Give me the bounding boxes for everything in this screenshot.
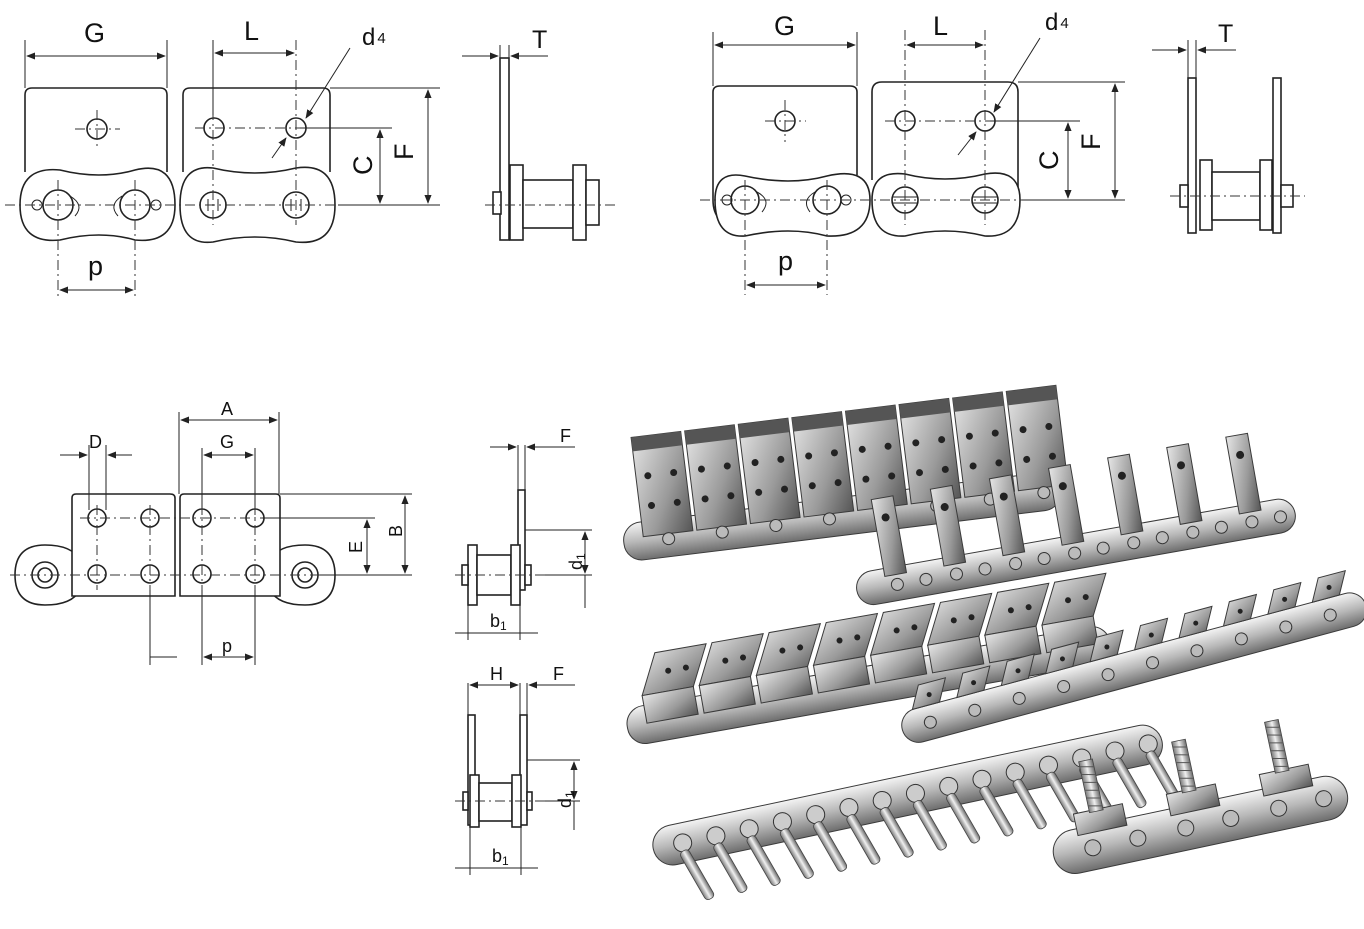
photo-small-plate — [1133, 617, 1169, 670]
photo-flat-plate — [755, 622, 822, 704]
photo-plate — [952, 391, 1016, 506]
photo-tab — [1225, 432, 1287, 529]
photo-extended-pin — [905, 783, 947, 851]
label-t-right: T — [1218, 20, 1233, 48]
label-b1-side1: b1 — [490, 611, 507, 633]
photo-flat-plate — [698, 633, 764, 714]
photo-extended-pin — [872, 790, 914, 858]
label-f-side2: F — [553, 664, 564, 684]
photo-flat-plate — [869, 602, 936, 684]
photo-plate — [684, 424, 748, 539]
photo-extended-pin — [673, 833, 715, 900]
label-d: D — [89, 432, 102, 452]
label-h-side2: H — [490, 664, 503, 684]
label-p-right: p — [778, 246, 793, 276]
chain-small-k-attachment — [901, 569, 1364, 743]
label-g-right: G — [774, 11, 795, 41]
label-d1-side1: d1 — [566, 553, 588, 570]
photo-extended-pin — [739, 819, 781, 886]
label-p: p — [88, 251, 103, 281]
photo-extended-pin — [772, 812, 814, 879]
side-view-straight-attachment: F d1 b1 — [455, 426, 592, 640]
photo-extended-pin — [806, 805, 848, 872]
chain-m-attachment — [856, 432, 1296, 606]
photo-small-plate — [1089, 629, 1124, 682]
photo-plate — [737, 417, 801, 532]
label-c: C — [348, 156, 378, 176]
top-right-side-view: T — [1152, 20, 1305, 234]
chain-k2-attachment — [626, 572, 1111, 745]
photo-small-plate — [956, 665, 991, 717]
photo-flat-plate — [926, 592, 993, 674]
photo-flat-plate — [641, 643, 707, 724]
photo-extended-pin — [1138, 734, 1180, 802]
photo-extended-pin — [1005, 762, 1047, 830]
label-b: B — [386, 525, 406, 537]
photo-small-plate — [1178, 605, 1213, 658]
photo-threaded-stud — [1072, 758, 1147, 857]
photo-plate — [1005, 384, 1069, 500]
label-t: T — [532, 26, 547, 54]
chain-threaded-studs — [1052, 718, 1349, 875]
photo-tab — [1047, 463, 1110, 560]
label-f: F — [389, 144, 419, 161]
photo-plate — [630, 430, 694, 546]
photo-small-plate — [1000, 653, 1035, 705]
label-g: G — [84, 18, 105, 48]
label-f-right: F — [1076, 134, 1106, 151]
label-p-bottom: p — [222, 636, 232, 656]
photo-extended-pin — [839, 798, 881, 865]
bottom-left-front-view: A D G B E p — [10, 399, 412, 665]
photo-small-plate — [1045, 641, 1080, 693]
photo-tab — [1107, 453, 1169, 550]
photo-extended-pin — [972, 769, 1014, 837]
photo-small-plate — [1222, 593, 1258, 646]
photo-extended-pin — [939, 776, 981, 844]
label-g-bottom: G — [220, 432, 234, 452]
label-b1-side2: b1 — [492, 846, 509, 868]
label-a: A — [221, 399, 233, 419]
label-d1-side2: d1 — [555, 791, 577, 808]
photo-tab — [988, 474, 1051, 571]
chain-extended-pins — [652, 724, 1180, 900]
photo-tab — [929, 484, 992, 581]
top-left-side-view: T — [462, 26, 615, 241]
label-f-side1: F — [560, 426, 571, 446]
attachment-chains-photo — [623, 384, 1364, 900]
photo-small-plate — [911, 677, 947, 729]
photo-extended-pin — [706, 826, 748, 893]
photo-tab — [1166, 443, 1228, 539]
label-l-right: L — [933, 11, 948, 41]
photo-threaded-stud — [1165, 738, 1240, 837]
label-l: L — [244, 16, 259, 46]
label-e: E — [346, 541, 366, 553]
photo-plate — [791, 411, 855, 526]
photo-flat-plate — [812, 612, 879, 694]
photo-threaded-stud — [1258, 718, 1333, 817]
photo-extended-pin — [1038, 755, 1080, 823]
photo-extended-pin — [1105, 741, 1147, 809]
photo-tab — [870, 495, 933, 591]
photo-flat-plate — [984, 582, 1050, 664]
photo-small-plate — [1311, 569, 1346, 622]
label-c-right: C — [1034, 151, 1064, 171]
photo-small-plate — [1267, 581, 1302, 634]
side-view-double-attachment: H F d1 b1 — [455, 664, 580, 875]
